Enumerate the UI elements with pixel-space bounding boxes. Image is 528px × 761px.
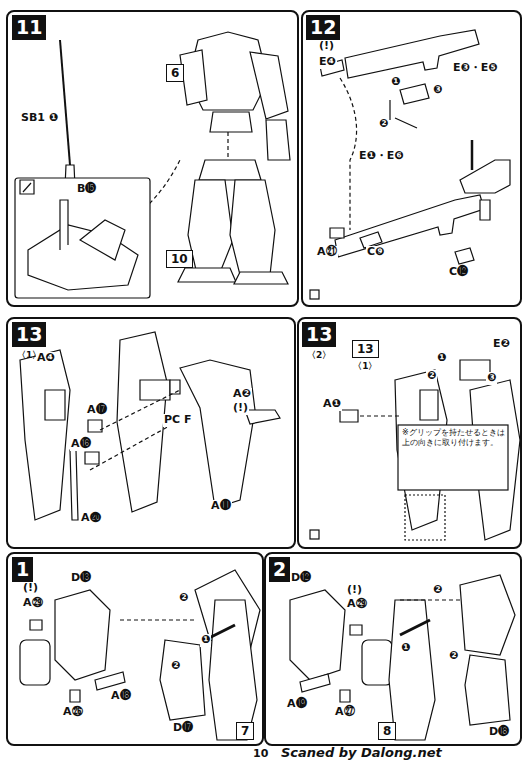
part-label: 10 — [252, 748, 269, 761]
part-label: A⓲ — [110, 690, 132, 703]
step-label: 8 — [378, 722, 396, 740]
part-label: ❷ — [170, 660, 181, 673]
part-label: C❾ — [366, 246, 385, 259]
watermark: Scaned by Dalong.net — [280, 746, 443, 761]
part-label: A❶ — [322, 398, 342, 411]
part-label: A❹ — [36, 352, 56, 365]
part-label: D⓭ — [70, 572, 92, 585]
part-label: E❸・E❺ — [452, 62, 499, 75]
note-text: ※グリップを持たせるときは上の向きに取り付けます。 — [401, 428, 507, 449]
part-label: D⓱ — [172, 722, 194, 735]
part-label: A㉙ — [22, 597, 44, 610]
part-label: A㉑ — [316, 246, 338, 259]
part-label: ❷ — [378, 118, 389, 131]
step-label: 13 — [302, 322, 336, 347]
part-label: A㉗ — [334, 706, 356, 719]
step-label: 2 — [269, 557, 290, 582]
step-number: 1 — [12, 557, 33, 582]
step-label: 10 — [166, 250, 193, 268]
part-label: E❹ — [318, 56, 337, 69]
part-label: B⓯ — [76, 183, 97, 196]
step-label: 1 — [12, 557, 33, 582]
part-label: C⓬ — [448, 266, 469, 279]
step-label: 11 — [12, 15, 46, 40]
sub-step-label: 〈2〉 — [302, 349, 336, 362]
part-label: (!) — [318, 40, 335, 53]
part-label: A㉙ — [346, 598, 368, 611]
part-label: ❷ — [178, 592, 189, 605]
part-label: ❶ — [390, 76, 401, 89]
sub-step-label: 〈1〉 — [352, 360, 379, 373]
part-number-box: 8 — [378, 722, 396, 740]
step-label: 6 — [166, 64, 184, 82]
part-label: SB1 ❶ — [20, 112, 59, 125]
part-label: A㉖ — [62, 706, 84, 719]
part-label: ❷ — [448, 650, 459, 663]
part-label: ❶ — [436, 352, 447, 365]
step-number: 2 — [269, 557, 290, 582]
part-label: ❷ — [432, 584, 443, 597]
part-label: (!) — [232, 402, 249, 415]
part-number-box: 7 — [236, 722, 254, 740]
part-label: D⓲ — [488, 726, 510, 739]
part-label: E❷ — [492, 338, 511, 351]
part-label: A⓰ — [70, 438, 92, 451]
part-label: A❷ — [232, 388, 252, 401]
part-label: ❶ — [400, 642, 411, 655]
part-label: E❶・E❻ — [358, 150, 405, 163]
part-label: A⓴ — [80, 512, 102, 525]
part-label: (!) — [346, 584, 363, 597]
part-label: ❷ — [426, 370, 437, 383]
step-number: 11 — [12, 15, 46, 40]
part-label: A⓱ — [86, 404, 108, 417]
part-label: A⓫ — [210, 500, 232, 513]
part-label: A⓳ — [286, 698, 308, 711]
part-number-box: 6 — [166, 64, 184, 82]
part-label: PC F — [163, 414, 192, 427]
part-label: D⓬ — [290, 572, 312, 585]
step-label: 13 — [352, 340, 379, 358]
part-label: ❸ — [432, 84, 443, 97]
step-label: 12 — [306, 15, 340, 40]
part-label: ❶ — [200, 634, 211, 647]
step-number: 12 — [306, 15, 340, 40]
part-number-box: 10 — [166, 250, 193, 268]
step-number: 13〈2〉 — [302, 322, 336, 362]
part-number-box: 13〈1〉 — [352, 340, 379, 373]
step-label: 13 — [12, 322, 46, 347]
part-label: (!) — [22, 582, 39, 595]
step-label: 7 — [236, 722, 254, 740]
part-label: ❸ — [486, 372, 497, 385]
